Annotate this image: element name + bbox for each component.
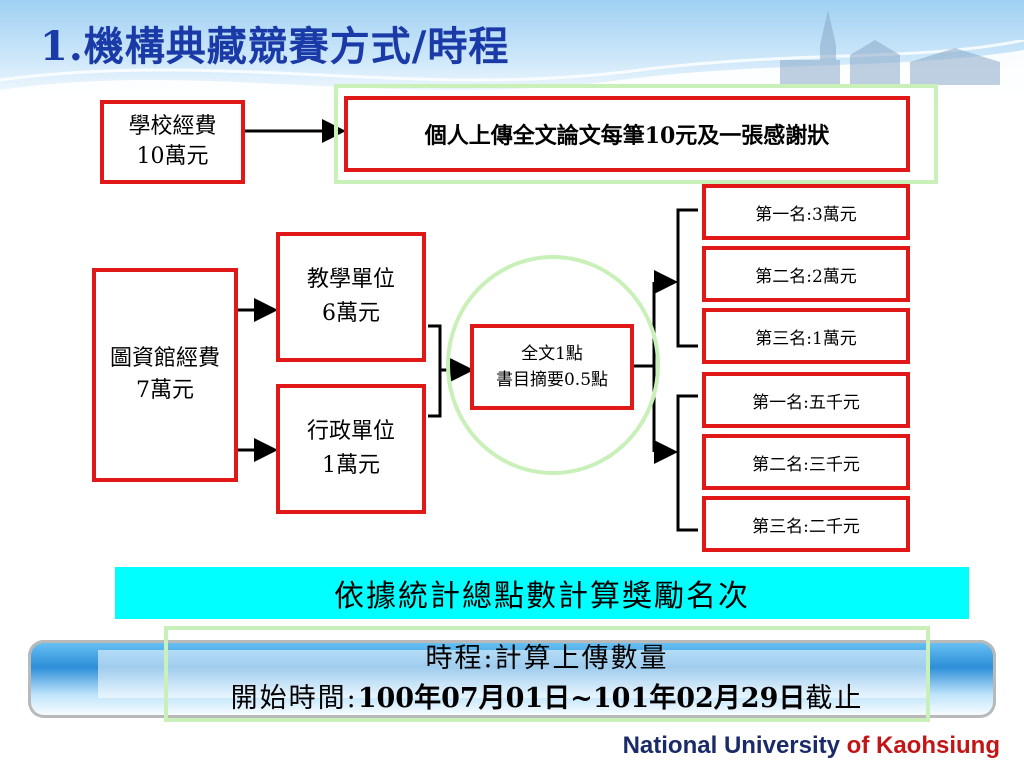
school-fund-label: 學校經費 [128, 114, 217, 139]
schedule-end-label: 截止 [805, 683, 864, 714]
prize-teaching-2: 第二名:2萬元 [702, 246, 910, 302]
university-footer: National University of Kaohsiung [623, 732, 1000, 760]
prize-teaching-1: 第一名:3萬元 [702, 184, 910, 240]
individual-upload-box: 個人上傳全文論文每筆10元及一張感謝狀 [344, 96, 910, 172]
prize-admin-3: 第三名:二千元 [702, 496, 910, 552]
schedule-frame [164, 626, 930, 722]
school-fund-box: 學校經費 10萬元 [100, 100, 245, 184]
points-fulltext: 全文1點 [521, 344, 583, 364]
teaching-unit-label: 教學單位 [306, 267, 395, 292]
ranking-note-banner: 依據統計總點數計算獎勵名次 [115, 567, 969, 619]
points-highlight-circle [446, 255, 660, 475]
points-box: 全文1點 書目摘要0.5點 [470, 324, 634, 410]
prize-teaching-3-text: 第三名:1萬元 [755, 328, 857, 349]
library-fund-amount: 7萬元 [135, 378, 194, 403]
schedule-banner-inner [98, 650, 928, 698]
library-fund-label: 圖資館經費 [109, 346, 220, 371]
prize-admin-3-text: 第三名:二千元 [752, 516, 860, 537]
footer-university: National University [622, 732, 840, 759]
prize-admin-1-text: 第一名:五千元 [752, 392, 860, 413]
schedule-title: 時程:計算上傳數量 [425, 643, 669, 674]
prize-admin-1: 第一名:五千元 [702, 372, 910, 428]
prize-admin-2: 第二名:三千元 [702, 434, 910, 490]
schedule-start-label: 開始時間: [230, 683, 358, 714]
individual-upload-text: 個人上傳全文論文每筆10元及一張感謝狀 [424, 123, 830, 149]
admin-unit-amount: 1萬元 [321, 453, 380, 478]
prize-teaching-1-text: 第一名:3萬元 [755, 204, 857, 225]
ranking-note-text: 依據統計總點數計算獎勵名次 [334, 579, 750, 614]
schedule-date-range: 100年07月01日~101年02月29日 [357, 683, 806, 714]
church-silhouette-icon [780, 10, 1000, 85]
admin-unit-label: 行政單位 [306, 419, 395, 444]
page-title: 1.機構典藏競賽方式/時程 [40, 23, 510, 70]
prize-teaching-2-text: 第二名:2萬元 [755, 266, 857, 287]
teaching-unit-amount: 6萬元 [321, 301, 380, 326]
admin-unit-box: 行政單位 1萬元 [276, 384, 426, 514]
school-fund-amount: 10萬元 [136, 144, 209, 169]
footer-location: of Kaohsiung [846, 732, 1000, 759]
teaching-unit-box: 教學單位 6萬元 [276, 232, 426, 362]
points-abstract: 書目摘要0.5點 [495, 370, 609, 390]
upload-highlight-frame [334, 84, 938, 184]
library-fund-box: 圖資館經費 7萬元 [92, 268, 238, 482]
prize-teaching-3: 第三名:1萬元 [702, 308, 910, 364]
prize-admin-2-text: 第二名:三千元 [752, 454, 860, 475]
schedule-dates: 開始時間:100年07月01日~101年02月29日截止 [164, 676, 930, 715]
